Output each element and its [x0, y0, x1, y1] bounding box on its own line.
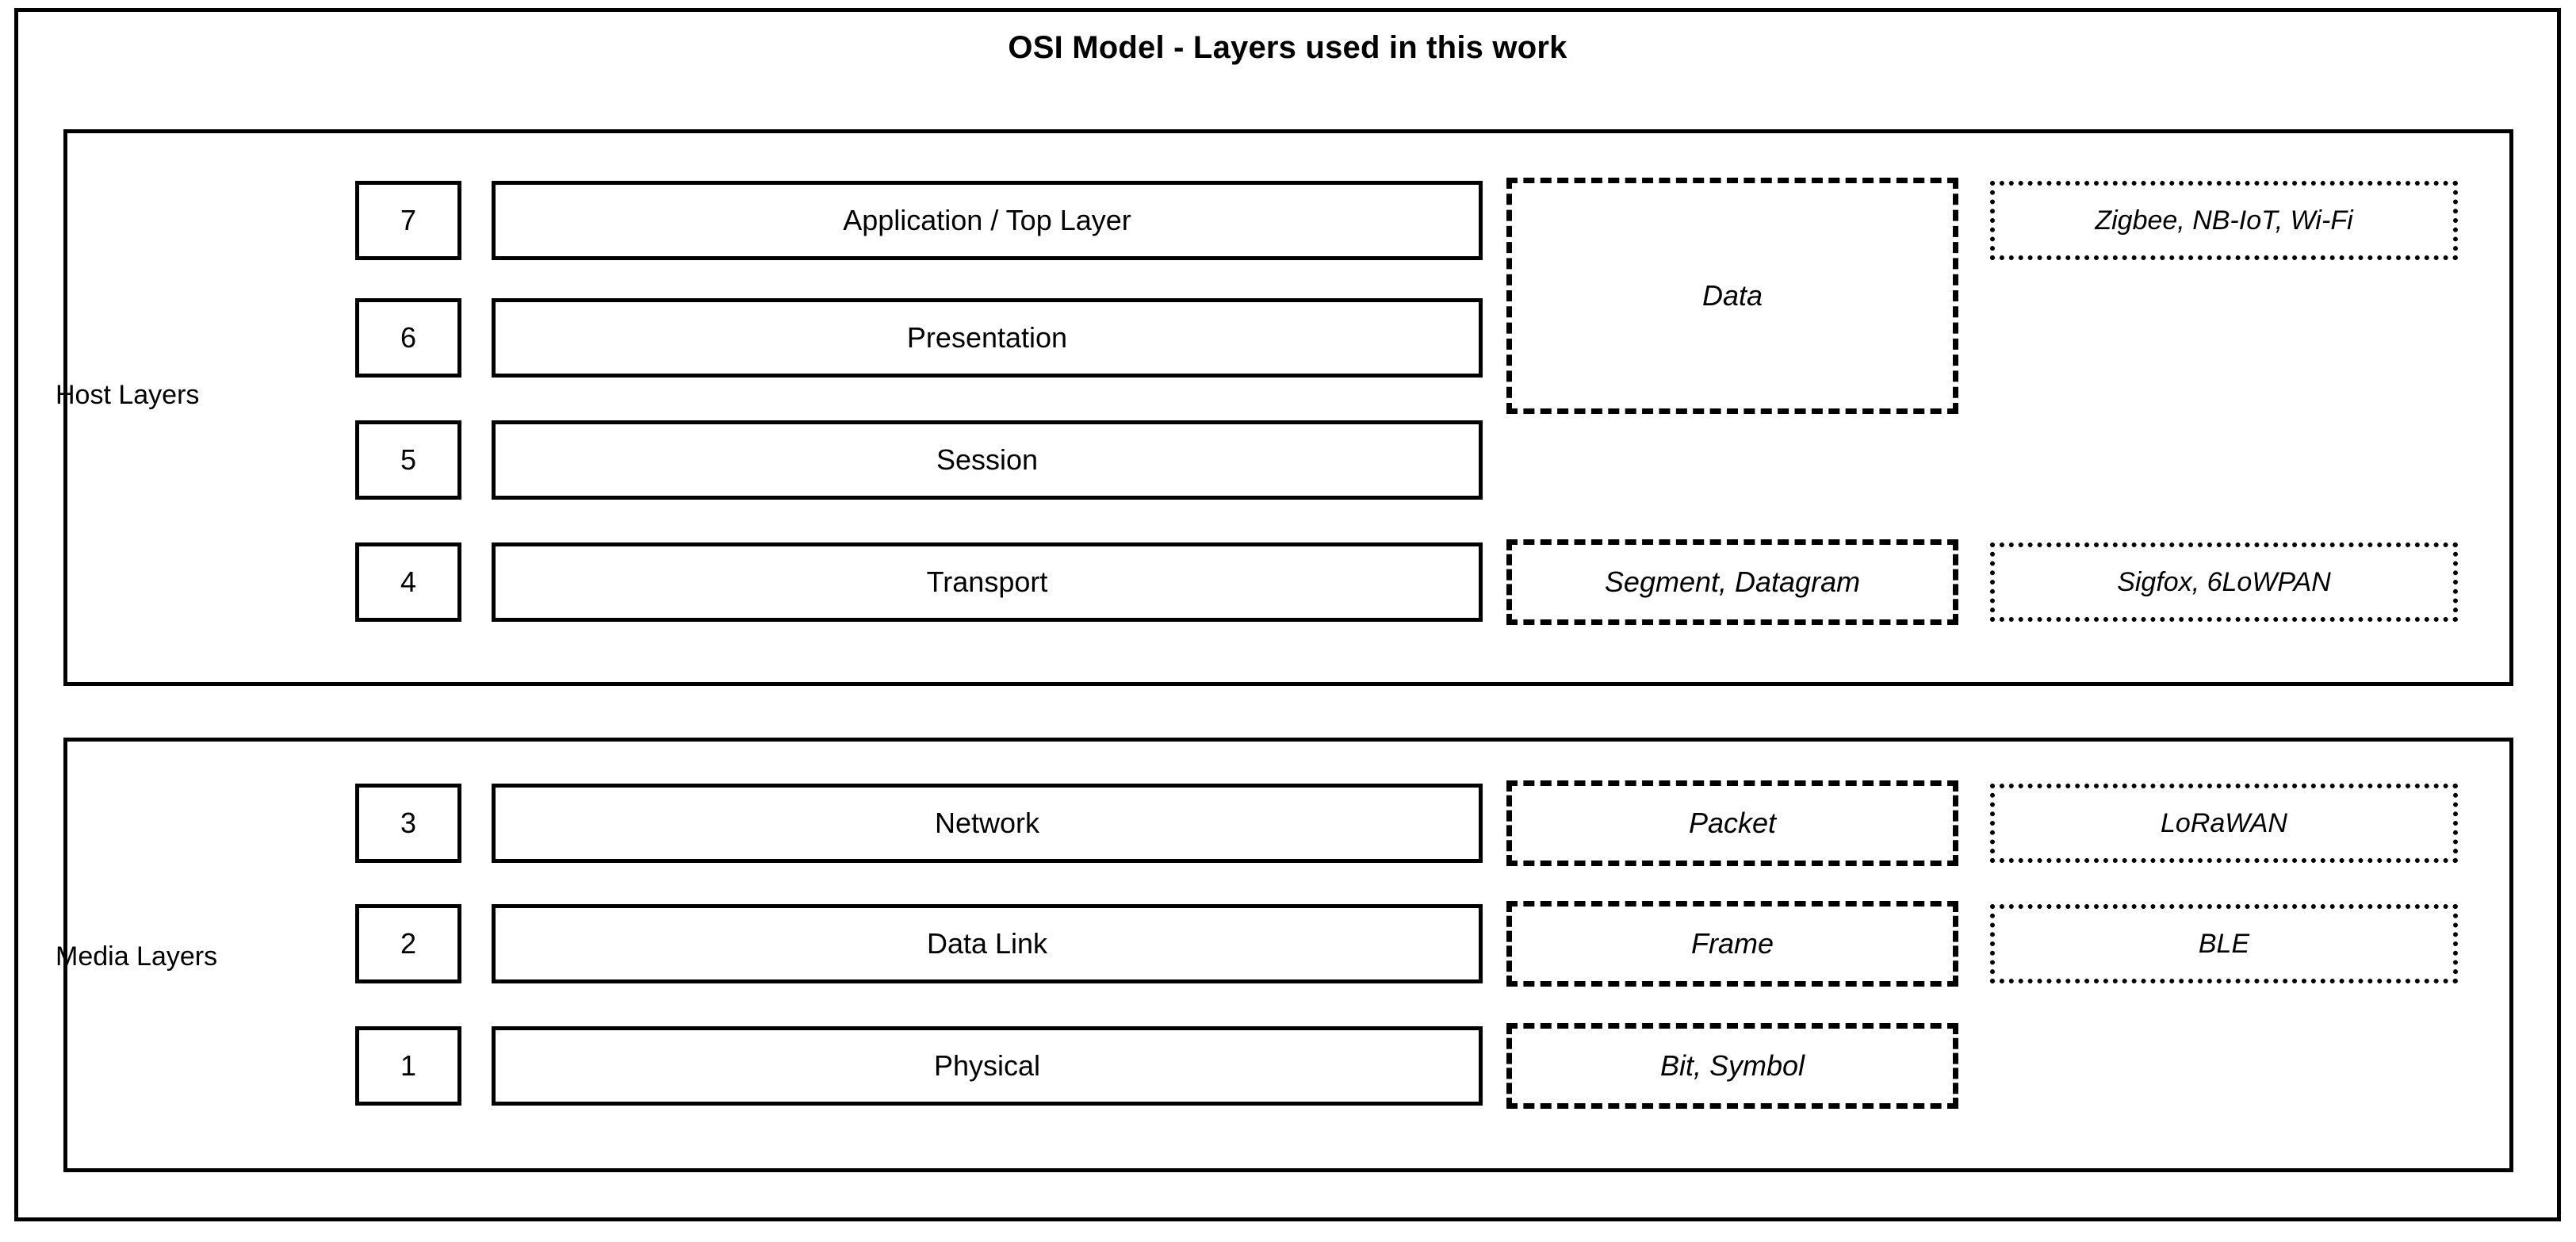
layer-tech-3: LoRaWAN	[1990, 784, 2458, 863]
pdu-box-4: Segment, Datagram	[1506, 539, 1958, 625]
pdu-box-2: Frame	[1506, 901, 1958, 987]
layer-name-3: Network	[492, 784, 1483, 863]
layer-name-5: Session	[492, 420, 1483, 500]
layer-number-7: 7	[355, 181, 461, 260]
layer-number-4: 4	[355, 542, 461, 622]
layer-number-1: 1	[355, 1026, 461, 1106]
layer-name-1: Physical	[492, 1026, 1483, 1106]
layer-tech-4: Sigfox, 6LoWPAN	[1990, 542, 2458, 622]
layer-name-2: Data Link	[492, 904, 1483, 983]
pdu-box-3: Packet	[1506, 780, 1958, 866]
layer-number-3: 3	[355, 784, 461, 863]
layer-name-4: Transport	[492, 542, 1483, 622]
layer-tech-7: Zigbee, NB-IoT, Wi-Fi	[1990, 181, 2458, 260]
layer-tech-2: BLE	[1990, 904, 2458, 983]
pdu-box-data: Data	[1506, 178, 1958, 414]
host-layers-label: Host Layers	[56, 380, 200, 410]
pdu-box-1: Bit, Symbol	[1506, 1023, 1958, 1109]
layer-number-5: 5	[355, 420, 461, 500]
page-title: OSI Model - Layers used in this work	[1008, 30, 1567, 65]
media-layers-label: Media Layers	[56, 941, 218, 972]
layer-name-6: Presentation	[492, 298, 1483, 378]
layer-number-6: 6	[355, 298, 461, 378]
layer-name-7: Application / Top Layer	[492, 181, 1483, 260]
layer-number-2: 2	[355, 904, 461, 983]
